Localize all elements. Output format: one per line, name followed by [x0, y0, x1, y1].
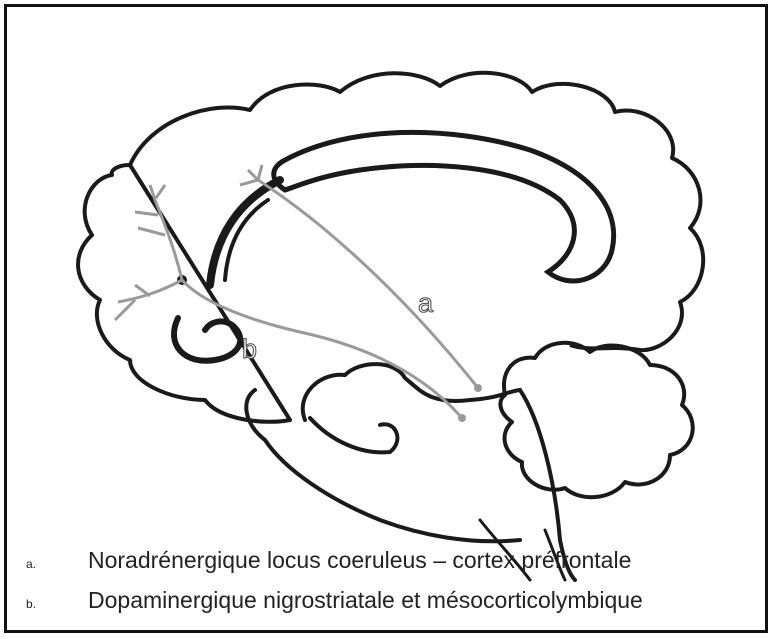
cerebellum-outline [500, 343, 692, 497]
pathway-b-branch-upper [135, 185, 182, 280]
label-a: a [418, 288, 434, 318]
pathway-b-branch-lower [115, 280, 182, 320]
label-b: b [242, 334, 257, 364]
corpus-callosum [274, 132, 614, 281]
legend-item-b: b. Dopaminergique nigrostriatale et méso… [26, 587, 643, 614]
pathway-b-endpoint [458, 414, 466, 422]
hypothalamic-loop [174, 318, 240, 361]
legend-key-b: b. [26, 597, 88, 611]
brainstem-inner [310, 418, 397, 452]
pathway-a-line [258, 180, 478, 388]
legend-key-a: a. [26, 557, 88, 571]
fornix-arc [210, 180, 280, 285]
legend-item-a: a. Noradrénergique locus coeruleus – cor… [26, 547, 631, 574]
fornix-arc-inner [225, 200, 268, 280]
legend-text-a: Noradrénergique locus coeruleus – cortex… [88, 547, 631, 574]
legend-text-b: Dopaminergique nigrostriatale et mésocor… [88, 587, 643, 614]
pathway-a-endpoint [474, 384, 482, 392]
